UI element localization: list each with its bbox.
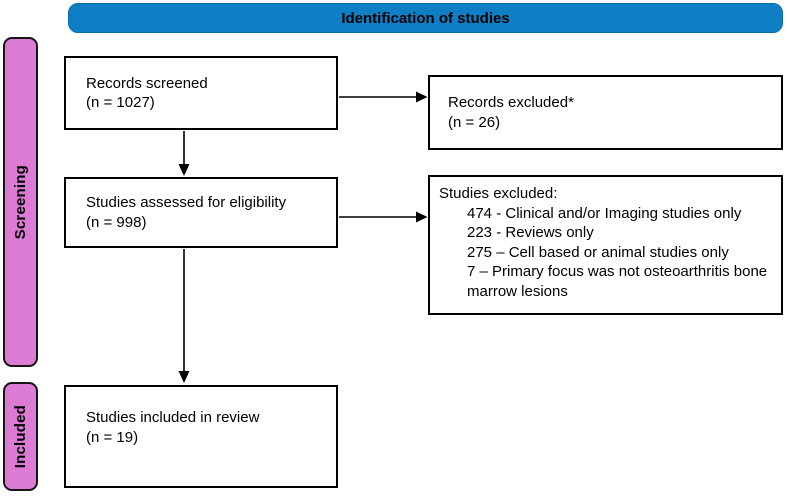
header-identification-of-studies: Identification of studies xyxy=(68,3,783,33)
arrow-right-assessed-to-excluded-icon xyxy=(339,211,428,223)
box-records-screened: Records screened (n = 1027) xyxy=(64,56,338,130)
records-excluded-line1: Records excluded* xyxy=(448,94,574,112)
box-records-excluded: Records excluded* (n = 26) xyxy=(428,75,783,150)
studies-assessed-count: (n = 998) xyxy=(86,213,147,231)
studies-excluded-item: 7 – Primary focus was not osteoarthritis… xyxy=(467,263,768,300)
records-screened-count: (n = 1027) xyxy=(86,94,155,111)
arrow-down-screened-to-assessed-icon xyxy=(178,131,190,176)
box-studies-excluded: Studies excluded: 474 - Clinical and/or … xyxy=(428,175,783,315)
header-label: Identification of studies xyxy=(341,9,510,27)
studies-excluded-item: 474 - Clinical and/or Imaging studies on… xyxy=(467,204,742,222)
studies-included-count: (n = 19) xyxy=(86,428,139,446)
studies-assessed-line1: Studies assessed for eligibility xyxy=(86,194,287,212)
studies-included-line1: Studies included in review xyxy=(86,409,260,427)
studies-excluded-item: 223 - Reviews only xyxy=(467,224,594,241)
stage-included-text: Included xyxy=(12,404,29,469)
records-screened-line1: Records screened xyxy=(86,74,208,92)
box-studies-included: Studies included in review (n = 19) xyxy=(64,385,338,488)
arrow-right-screened-to-excluded-icon xyxy=(339,91,428,103)
stage-label-screening: Screening xyxy=(3,37,38,367)
studies-excluded-list: 474 - Clinical and/or Imaging studies on… xyxy=(467,204,773,302)
stage-screening-text: Screening xyxy=(12,164,29,240)
stage-label-included: Included xyxy=(3,382,38,491)
studies-excluded-heading: Studies excluded: xyxy=(439,185,558,202)
records-excluded-count: (n = 26) xyxy=(448,113,501,131)
studies-excluded-item: 275 – Cell based or animal studies only xyxy=(467,243,729,261)
arrow-down-assessed-to-included-icon xyxy=(178,249,190,383)
box-studies-assessed: Studies assessed for eligibility (n = 99… xyxy=(64,177,338,248)
